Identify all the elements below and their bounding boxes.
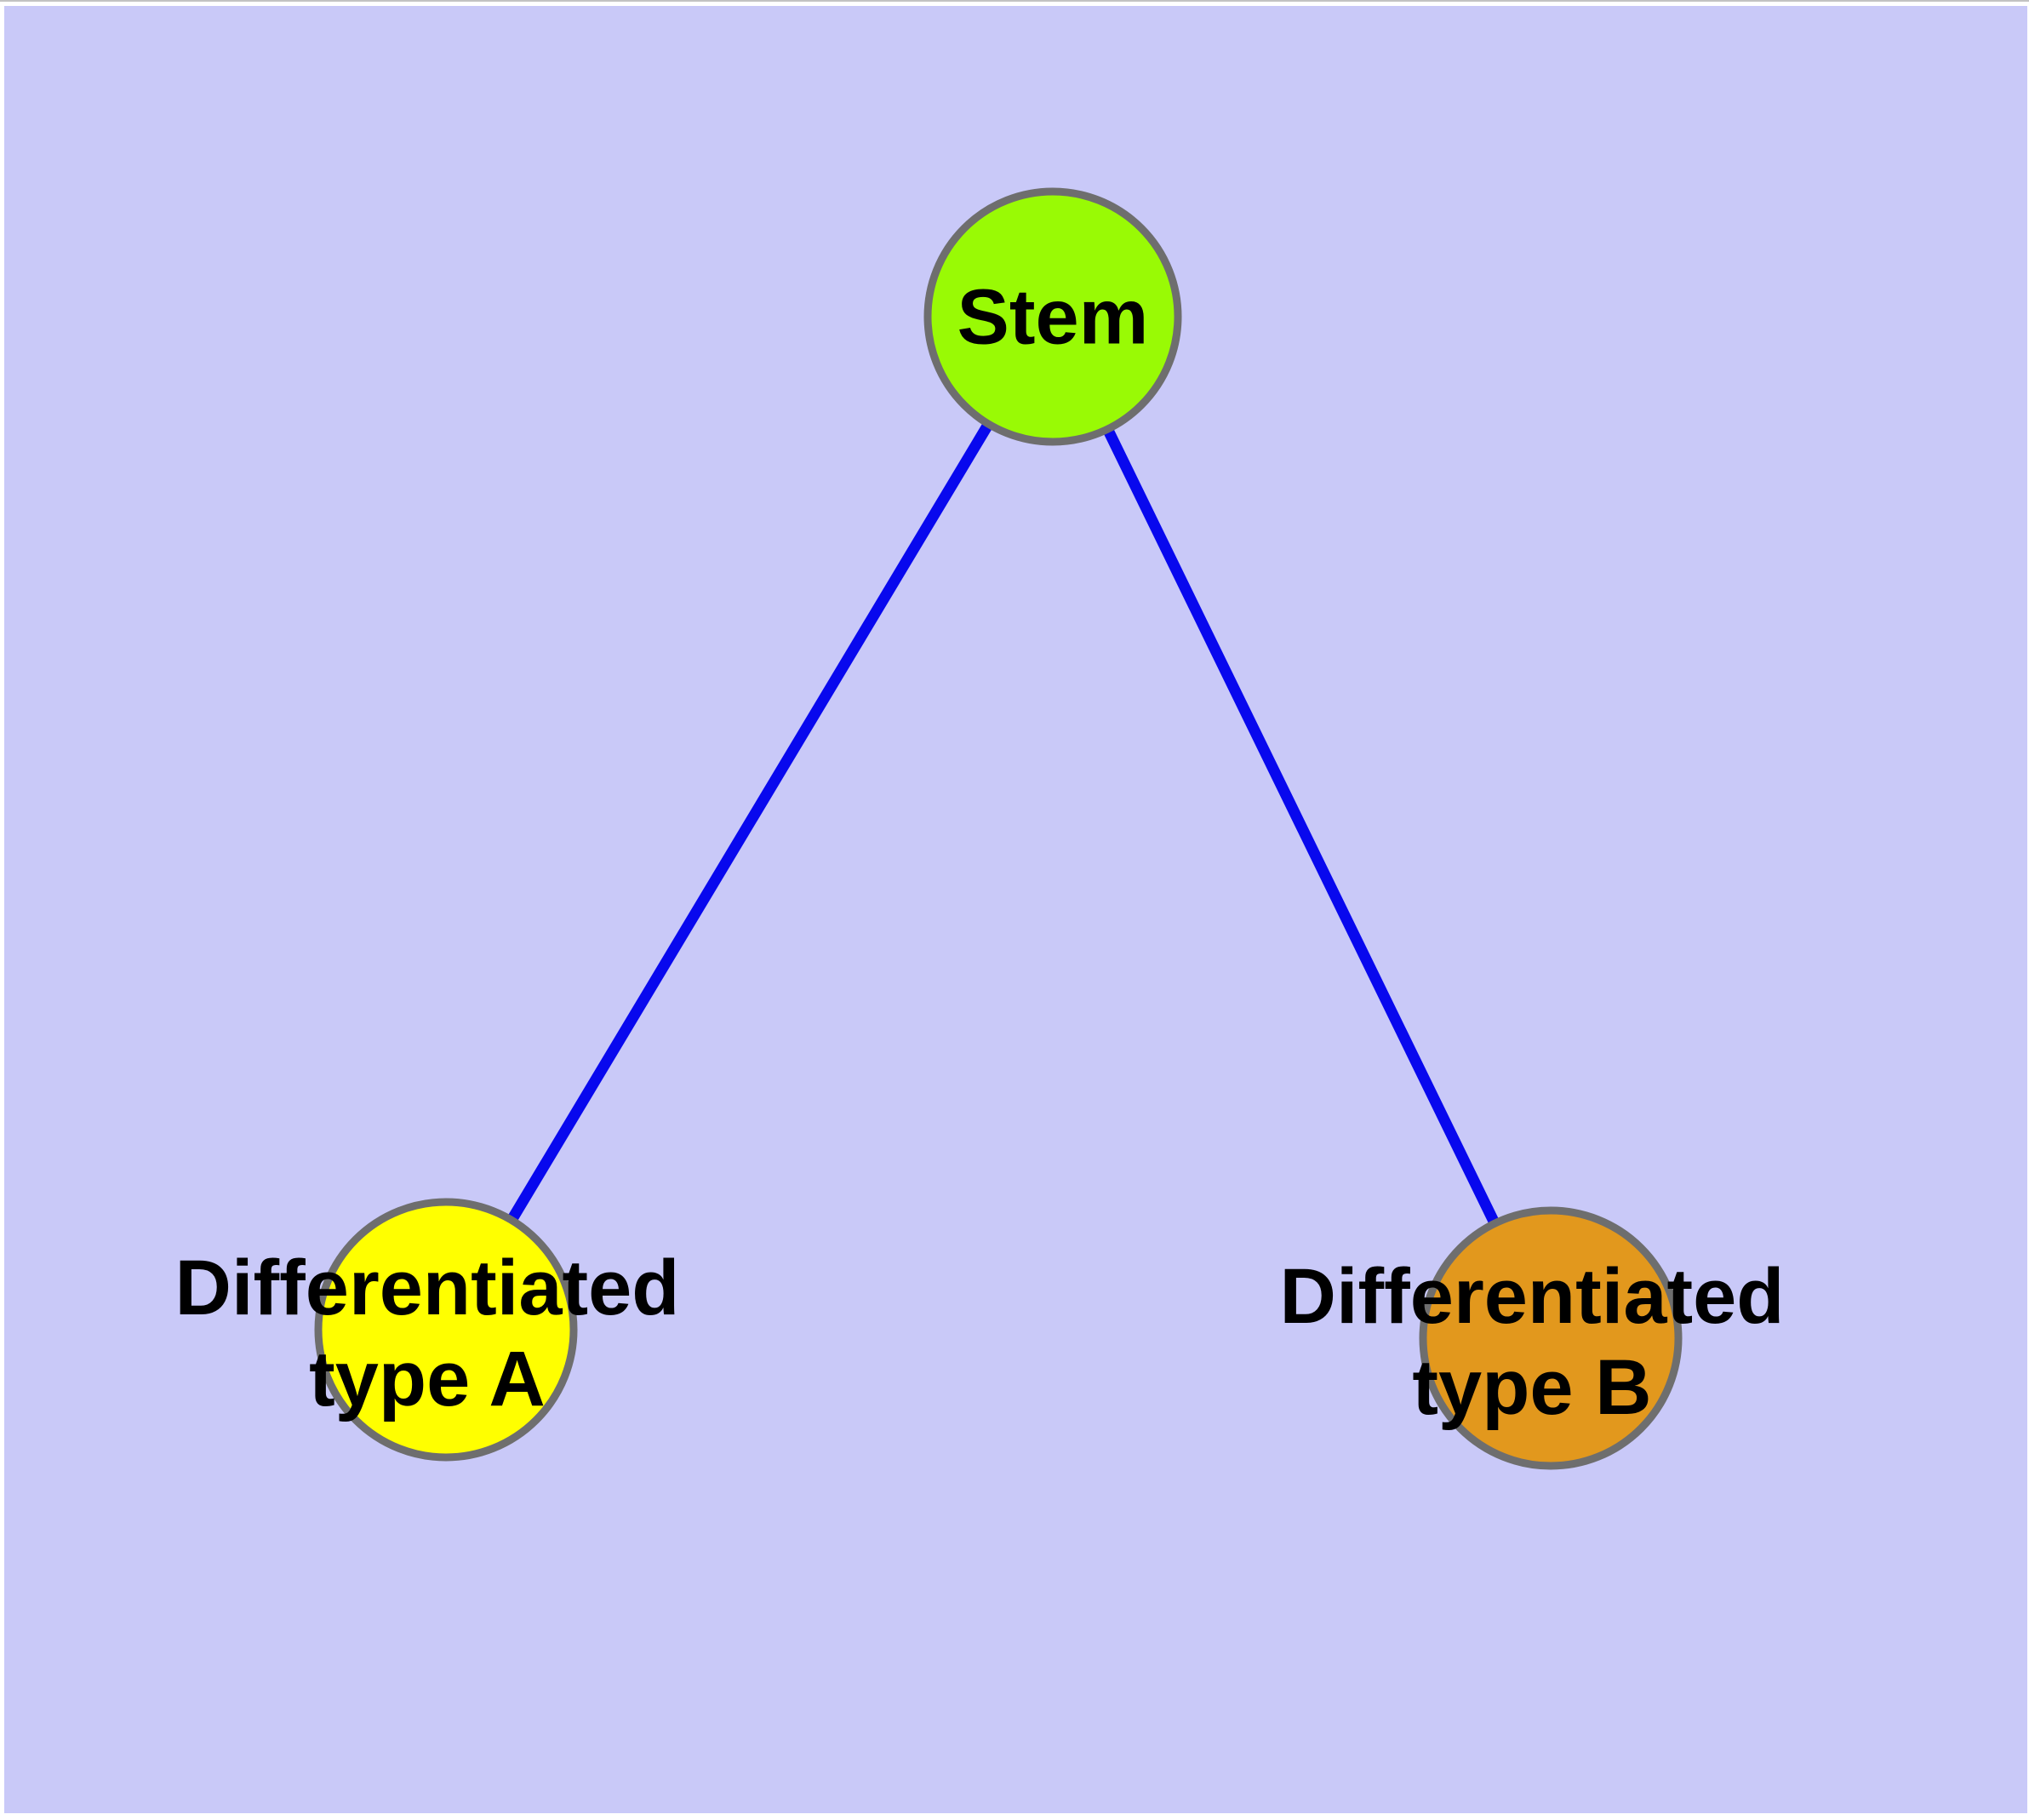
diagram-canvas: Stem Differentiated type A Differentiate… (4, 6, 2027, 1813)
stem-node-circle (923, 187, 1182, 446)
differentiated-type-b-label-line2: type B (1412, 1344, 1652, 1431)
differentiated-type-b-node-label: Differentiated type B (1280, 1251, 1785, 1434)
stem-node-label: Stem (957, 273, 1149, 361)
differentiated-type-a-label-line1: Differentiated (174, 1245, 680, 1331)
differentiated-type-a-label-line2: type A (309, 1336, 546, 1422)
differentiated-type-a-node-label: Differentiated type A (175, 1243, 680, 1425)
differentiated-type-b-label-line1: Differentiated (1279, 1253, 1785, 1340)
differentiated-type-a-node-circle (314, 1198, 578, 1462)
differentiated-type-b-node-circle (1419, 1206, 1683, 1470)
edge-stem-to-type-b (1048, 314, 1556, 1341)
edge-stem-to-type-a (441, 313, 1058, 1333)
diagram-svg (314, 187, 1683, 1470)
top-hairline (0, 0, 2029, 2)
